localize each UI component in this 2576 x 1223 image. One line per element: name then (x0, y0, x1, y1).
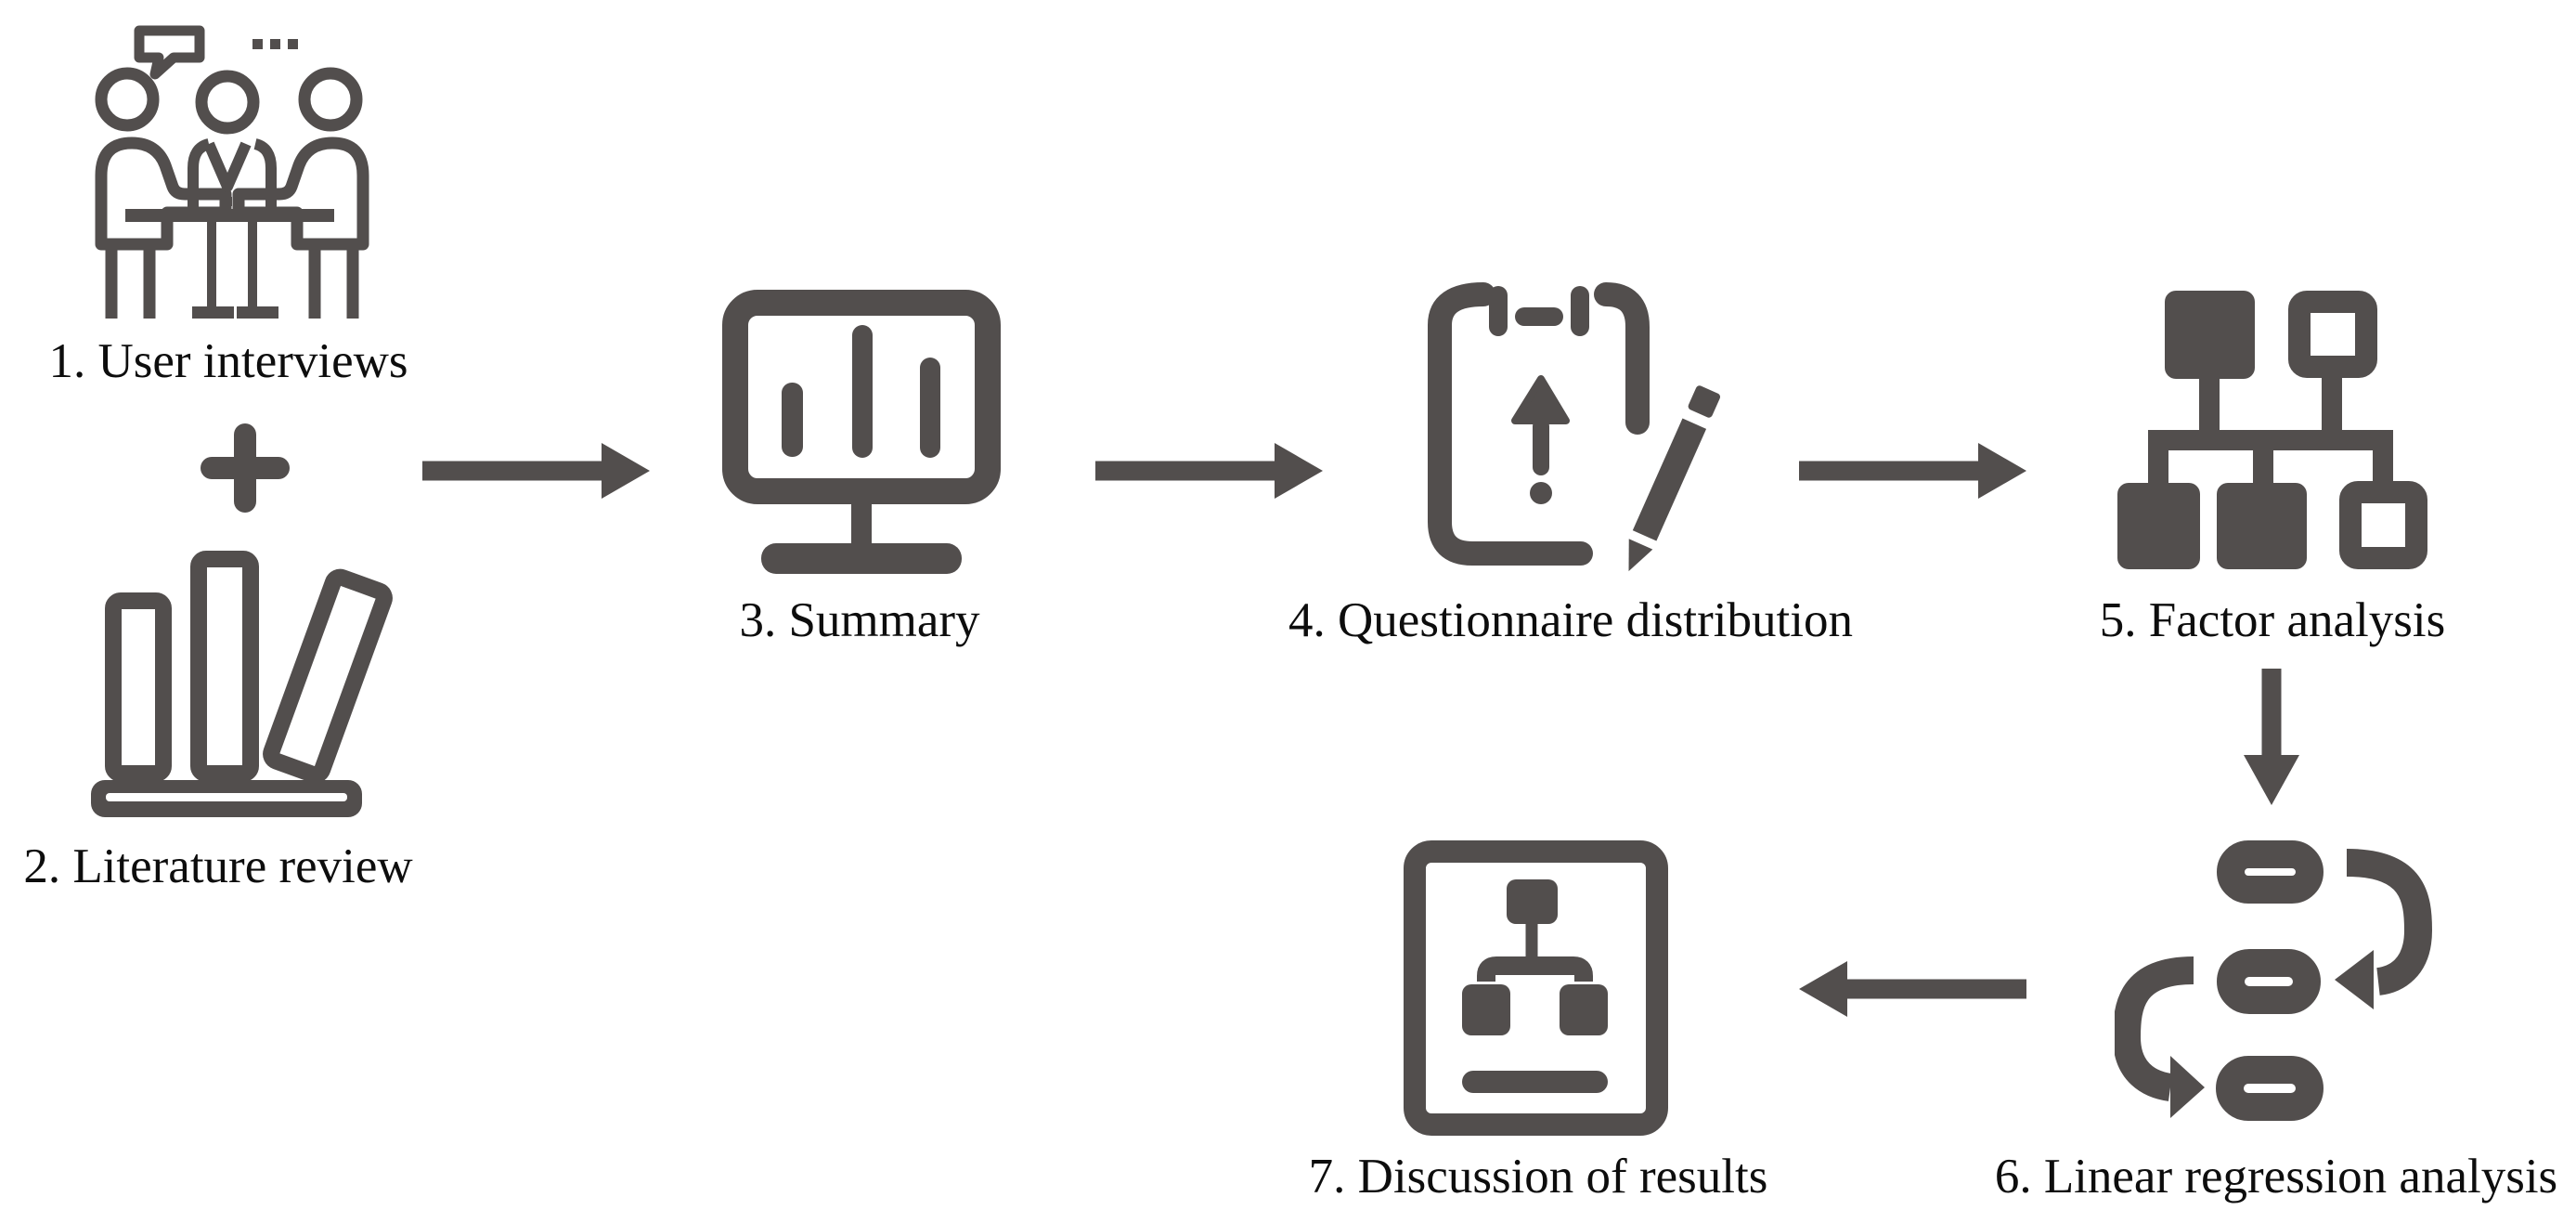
arrow-right-icon (1095, 416, 1323, 526)
bar-chart-icon (761, 325, 962, 574)
arrow-down-icon (2217, 669, 2326, 805)
step-6-label: 6. Linear regression analysis (1994, 1150, 2558, 1203)
pencil-icon (1628, 385, 1721, 572)
step-2-label: 2. Literature review (23, 839, 413, 893)
step-3-label: 3. Summary (739, 593, 980, 647)
arrow-right-icon (1799, 416, 2026, 526)
step-5-label: 5. Factor analysis (2099, 593, 2446, 647)
arrow-left-icon (1799, 934, 2026, 1044)
shelf-icon (91, 780, 362, 817)
step-4-label: 4. Questionnaire distribution (1288, 593, 1853, 647)
curve-arrowhead-left-icon (2335, 950, 2374, 1009)
ellipsis-dots-icon (252, 39, 298, 49)
discussion-results-icon (1404, 840, 1668, 1136)
step-1-label: 1. User interviews (48, 334, 408, 388)
mini-org-chart-icon (1462, 879, 1608, 1093)
curve-arrowhead-right-icon (2170, 1056, 2205, 1118)
factor-analysis-icon (2117, 291, 2427, 569)
table-icon (125, 209, 334, 319)
speech-bubble-icon (134, 25, 205, 80)
linear-regression-icon (2115, 840, 2432, 1121)
arrow-right-icon (422, 416, 650, 526)
plus-icon (201, 423, 290, 513)
questionnaire-icon (1428, 279, 1723, 576)
user-interviews-icon (88, 12, 376, 323)
summary-monitor-icon (722, 290, 1001, 574)
literature-review-icon (91, 546, 397, 817)
step-7-label: 7. Discussion of results (1308, 1150, 1768, 1203)
upload-arrow-icon (1511, 375, 1570, 504)
